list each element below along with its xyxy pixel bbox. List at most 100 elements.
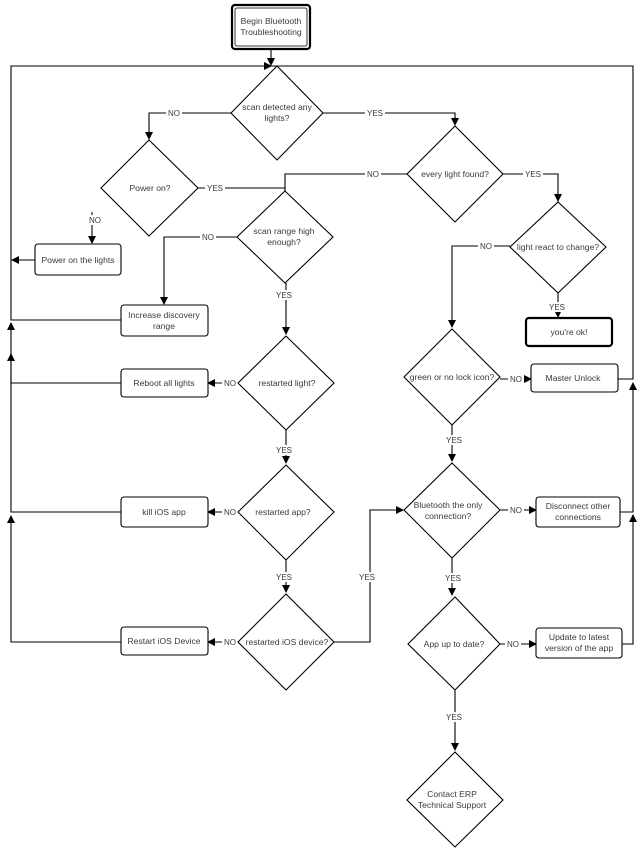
edge-range-no <box>160 236 237 305</box>
label-no-range: NO <box>200 232 216 242</box>
svg-text:NO: NO <box>168 109 180 118</box>
svg-text:NO: NO <box>507 640 519 649</box>
label-line: enough? <box>267 237 301 247</box>
label-line: Restart iOS Device <box>127 636 200 646</box>
svg-text:YES: YES <box>446 713 462 722</box>
decision-restarted-light-label: restarted light? <box>259 378 316 388</box>
edge-scan-yes <box>323 112 459 126</box>
label-yes-rapp: YES <box>274 572 294 582</box>
label-yes-scan: YES <box>365 108 385 118</box>
edge-disconnect-up <box>620 382 637 513</box>
label-line: Master Unlock <box>546 373 602 383</box>
svg-text:YES: YES <box>359 573 375 582</box>
label-line: version of the app <box>545 643 614 653</box>
svg-text:YES: YES <box>276 573 292 582</box>
box-power-on-lights: Power on the lights <box>34 243 122 276</box>
edge-master-loop <box>271 65 634 380</box>
label-no-rdevice: NO <box>222 637 238 647</box>
decision-restarted-app: restarted app? <box>237 464 335 561</box>
box-youre-ok-label: you're ok! <box>551 327 588 337</box>
box-restart-device-label: Restart iOS Device <box>127 636 200 646</box>
edge-left-loop <box>10 62 272 321</box>
svg-text:NO: NO <box>89 216 101 225</box>
edge-every-no <box>284 173 407 190</box>
label-no-every: NO <box>365 169 381 179</box>
label-line: restarted app? <box>255 507 311 517</box>
svg-text:YES: YES <box>549 303 565 312</box>
label-no-bt: NO <box>508 505 524 515</box>
label-line: Troubleshooting <box>240 27 302 37</box>
box-kill-app: kill iOS app <box>120 496 209 528</box>
decision-app-up-to-date-label: App up to date? <box>424 639 485 649</box>
edge-scan-no <box>145 112 231 140</box>
label-line: green or no lock icon? <box>410 372 495 382</box>
label-line: every light found? <box>421 169 489 179</box>
label-line: light react to change? <box>517 242 599 252</box>
svg-text:NO: NO <box>202 233 214 242</box>
decision-every-light: every light found? <box>406 125 504 223</box>
label-yes-range: YES <box>274 290 294 300</box>
svg-text:NO: NO <box>224 379 236 388</box>
label-no-green: NO <box>508 374 524 384</box>
box-kill-app-label: kill iOS app <box>142 507 186 517</box>
svg-text:NO: NO <box>224 508 236 517</box>
svg-text:NO: NO <box>367 170 379 179</box>
box-reboot-lights-label: Reboot all lights <box>133 378 194 388</box>
label-line: Increase discovery <box>128 310 200 320</box>
label-line: Power on? <box>129 183 170 193</box>
decision-green-icon-label: green or no lock icon? <box>410 372 495 382</box>
label-line: Reboot all lights <box>133 378 194 388</box>
decision-restarted-app-label: restarted app? <box>255 507 311 517</box>
svg-text:NO: NO <box>224 638 236 647</box>
label-line: restarted iOS device? <box>246 637 329 647</box>
label-yes-rlight: YES <box>274 445 294 455</box>
label-no-rlight: NO <box>222 378 238 388</box>
decision-green-icon: green or no lock icon? <box>403 328 501 426</box>
decision-every-light-label: every light found? <box>421 169 489 179</box>
label-line: Power on the lights <box>41 255 114 265</box>
label-no-power: NO <box>87 215 103 225</box>
edge-restart-left <box>7 515 121 643</box>
label-no-react: NO <box>478 241 494 251</box>
label-line: scan range high <box>253 226 314 236</box>
edge-react-no <box>448 245 510 328</box>
label-yes-react: YES <box>547 302 567 312</box>
label-yes-app: YES <box>444 712 464 722</box>
edge-reboot-left <box>7 322 121 384</box>
decision-app-up-to-date: App up to date? <box>407 596 501 691</box>
decision-light-react-label: light react to change? <box>517 242 599 252</box>
edges <box>7 50 637 751</box>
label-line: Update to latest <box>549 632 610 642</box>
label-line: lights? <box>265 113 290 123</box>
label-line: restarted light? <box>259 378 316 388</box>
label-line: Technical Support <box>418 800 487 810</box>
svg-text:NO: NO <box>510 375 522 384</box>
label-no-app: NO <box>505 639 521 649</box>
decision-power-on-label: Power on? <box>129 183 170 193</box>
label-line: Begin Bluetooth <box>241 16 302 26</box>
edge-labels: NO YES YES NO NO YES NO YES NO YES NO NO… <box>87 108 567 722</box>
label-line: connection? <box>425 511 472 521</box>
box-master-unlock-label: Master Unlock <box>546 373 602 383</box>
box-restart-device: Restart iOS Device <box>120 626 209 656</box>
label-yes-power: YES <box>205 183 225 193</box>
label-yes-bt: YES <box>443 573 463 583</box>
label-no-scan: NO <box>166 108 182 118</box>
box-youre-ok: you're ok! <box>524 316 614 348</box>
label-yes-rdevice: YES <box>357 572 377 582</box>
label-line: Disconnect other <box>546 501 611 511</box>
svg-text:YES: YES <box>445 574 461 583</box>
